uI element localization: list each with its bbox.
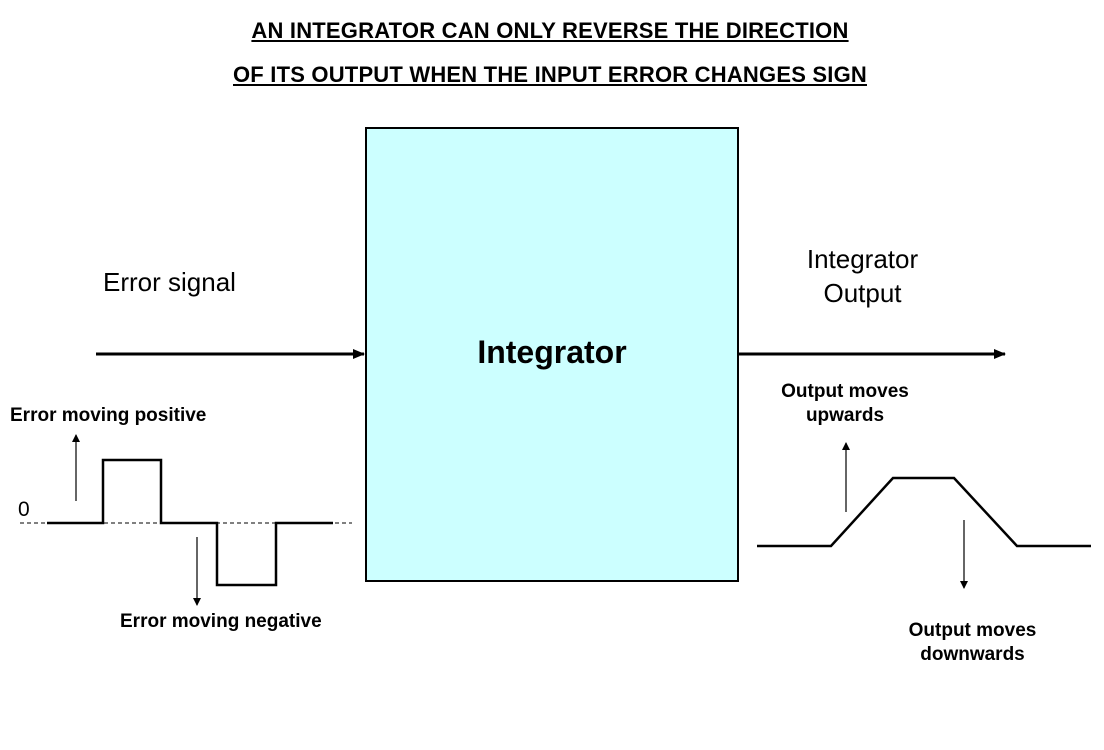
output-up-label: Output moves upwards [770, 380, 920, 428]
output-waveform [757, 476, 1091, 548]
zero-label: 0 [18, 498, 30, 521]
integrator-output-label: Integrator Output [780, 242, 945, 310]
output-up-label-line-2: upwards [805, 405, 885, 426]
output-down-label-line-2: downwards [920, 644, 1025, 665]
integrator-block-label: Integrator [477, 334, 627, 370]
output-down-label: Output moves downwards [895, 619, 1050, 667]
error-waveform [47, 458, 333, 587]
error-signal-label: Error signal [103, 267, 236, 297]
diagram-title-line-2: OF ITS OUTPUT WHEN THE INPUT ERROR CHANG… [233, 62, 867, 87]
output-up-label-line-1: Output moves [781, 381, 909, 402]
output-down-label-line-1: Output moves [908, 620, 1037, 641]
error-negative-label: Error moving negative [120, 611, 322, 632]
diagram-title-line-1: AN INTEGRATOR CAN ONLY REVERSE THE DIREC… [251, 18, 849, 43]
error-positive-label: Error moving positive [10, 405, 207, 426]
integrator-block [365, 127, 739, 582]
integrator-output-label-line-2: Output [823, 278, 902, 308]
integrator-output-label-line-1: Integrator [806, 244, 919, 274]
